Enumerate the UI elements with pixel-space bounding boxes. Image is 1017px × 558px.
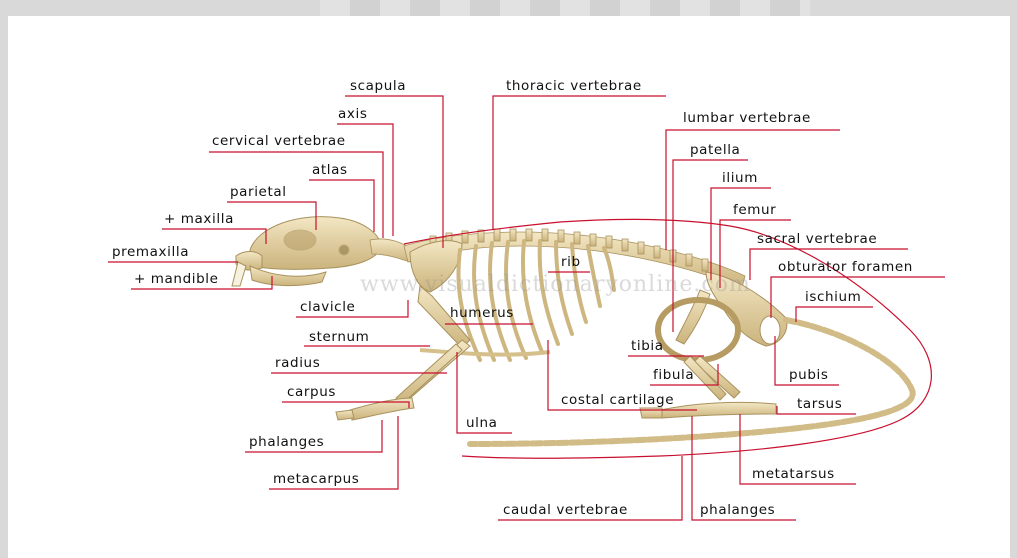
label-ulna: ulna	[466, 415, 498, 431]
label-scapula: scapula	[350, 78, 406, 94]
watermark: www.visualdictionaryonline.com	[360, 272, 751, 297]
label-axis: axis	[338, 106, 367, 122]
label-metacarpus: metacarpus	[273, 471, 359, 487]
label-fibula: fibula	[653, 367, 694, 383]
label-sternum: sternum	[309, 329, 369, 345]
label-obturator-foramen: obturator foramen	[778, 259, 913, 275]
label-atlas: atlas	[312, 162, 348, 178]
label-tarsus: tarsus	[797, 396, 842, 412]
rib-cage	[458, 241, 614, 360]
label-parietal: parietal	[230, 184, 287, 200]
label-carpus: carpus	[287, 384, 336, 400]
label-caudal-vertebrae: caudal vertebrae	[503, 502, 628, 518]
label-tibia: tibia	[631, 338, 664, 354]
label-costal-cartilage: costal cartilage	[561, 392, 674, 408]
label-radius: radius	[275, 355, 320, 371]
label-metatarsus: metatarsus	[752, 466, 835, 482]
label-rib: rib	[561, 254, 581, 270]
label-pubis: pubis	[789, 367, 828, 383]
label-mandible: + mandible	[134, 271, 219, 287]
label-thoracic-vertebrae: thoracic vertebrae	[506, 78, 642, 94]
label-sacral-vertebrae: sacral vertebrae	[757, 231, 877, 247]
label-maxilla: + maxilla	[164, 211, 234, 227]
label-ischium: ischium	[805, 289, 861, 305]
label-femur: femur	[733, 202, 776, 218]
label-phalanges-fore: phalanges	[249, 434, 324, 450]
label-cervical-vertebrae: cervical vertebrae	[212, 133, 346, 149]
label-humerus: humerus	[450, 305, 514, 321]
label-premaxilla: premaxilla	[112, 244, 189, 260]
label-patella: patella	[690, 142, 740, 158]
label-ilium: ilium	[722, 170, 758, 186]
label-lumbar-vertebrae: lumbar vertebrae	[683, 110, 811, 126]
sternum-bone	[420, 350, 550, 355]
label-clavicle: clavicle	[300, 299, 355, 315]
label-phalanges-hind: phalanges	[700, 502, 775, 518]
